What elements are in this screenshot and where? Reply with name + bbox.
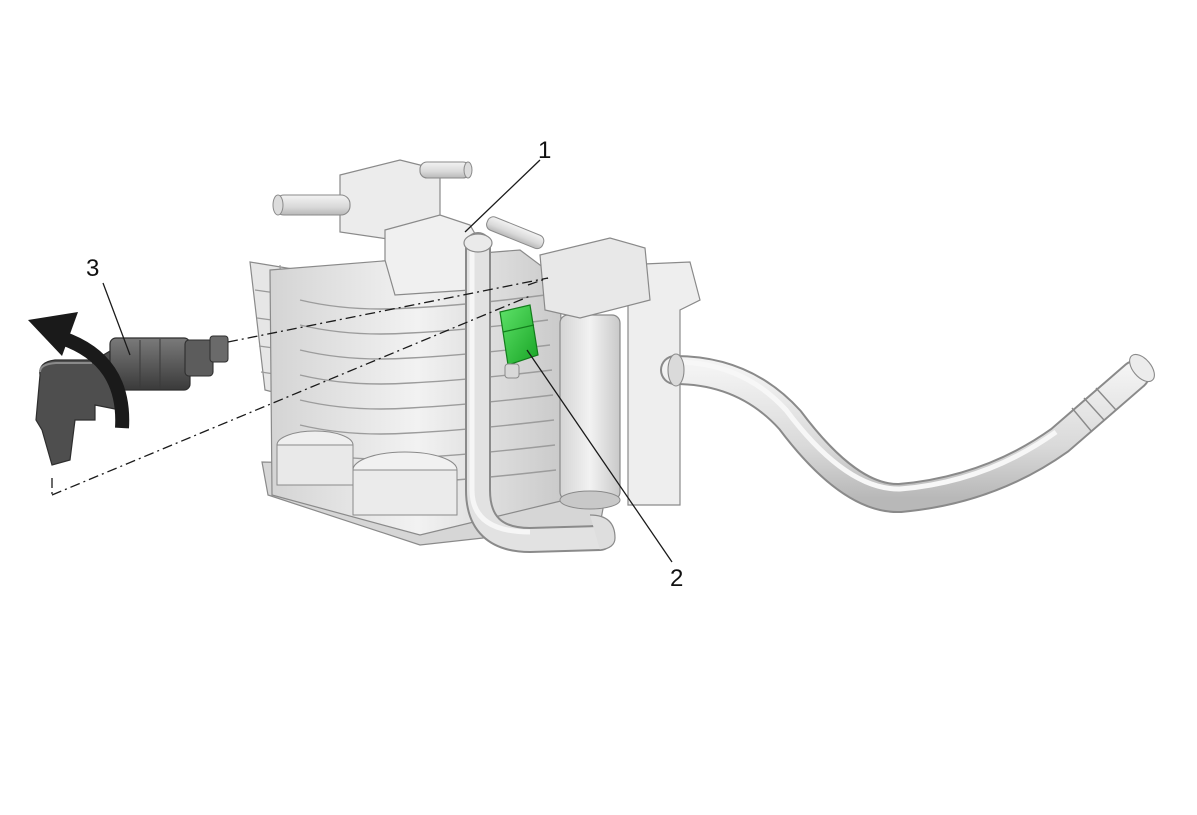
callout-label-1: 1 (538, 137, 551, 164)
callout-3: 3 (86, 255, 131, 356)
top-fitting-right (419, 161, 473, 179)
small-vent-tube (486, 216, 545, 250)
callout-1: 1 (464, 137, 551, 233)
installation-alignment-lines (51, 277, 549, 496)
callout-2: 2 (526, 349, 683, 592)
solenoid-mount-housing (539, 237, 651, 319)
purge-solenoid-hose (463, 232, 616, 554)
vent-solenoid-valve (35, 335, 229, 466)
evap-canister-assembly (249, 159, 1155, 554)
callout-label-3: 3 (86, 255, 99, 282)
side-filter-cylinder (559, 261, 701, 510)
green-electrical-connector (499, 304, 539, 379)
top-fitting-left (272, 194, 351, 216)
curved-rotation-arrow-icon (28, 312, 130, 429)
callout-label-2: 2 (670, 565, 683, 592)
canister-columns (276, 430, 458, 516)
canister-outlet-hose (660, 353, 1155, 513)
